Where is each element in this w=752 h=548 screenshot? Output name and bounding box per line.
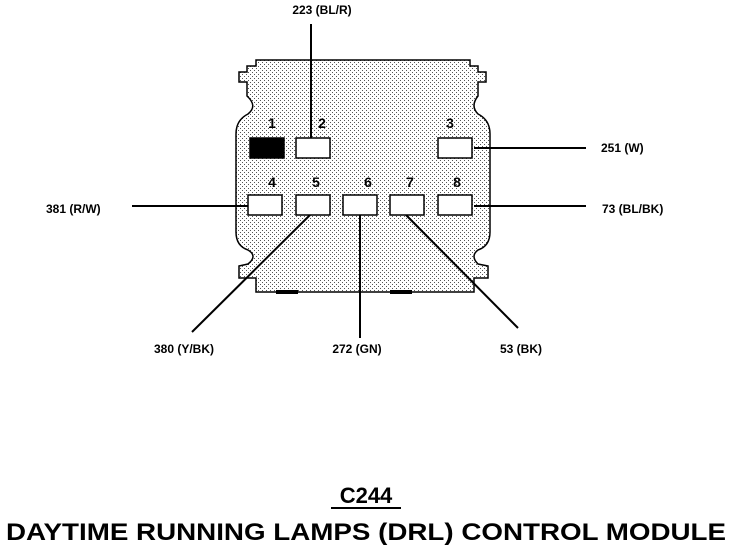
- pin-6-cavity: [342, 194, 378, 216]
- pin-5-number: 5: [312, 174, 320, 190]
- pin-4-cavity: [247, 194, 283, 216]
- wire-label-pin-8: 73 (BL/BK): [602, 202, 663, 216]
- wire-pin-5: [191, 214, 311, 333]
- connector-tab-bottom-right: [390, 290, 412, 294]
- pin-2-number: 2: [318, 115, 326, 131]
- connector-code: C244: [340, 483, 393, 508]
- pin-1-number: 1: [268, 115, 276, 131]
- pin-2-cavity: [295, 137, 331, 159]
- pin-3-cavity: [437, 137, 473, 159]
- pin-3-number: 3: [446, 115, 454, 131]
- pin-7-number: 7: [406, 174, 414, 190]
- pin-7-cavity: [389, 194, 425, 216]
- pin-1-cavity: [249, 137, 285, 159]
- wire-label-pin-4: 381 (R/W): [46, 202, 101, 216]
- wire-label-pin-7: 53 (BK): [500, 342, 542, 356]
- pin-8-cavity: [437, 194, 473, 216]
- connector-body: [235, 59, 491, 293]
- pin-6-number: 6: [364, 174, 372, 190]
- pin-5-cavity: [295, 194, 331, 216]
- wire-label-pin-6: 272 (GN): [332, 342, 381, 356]
- connector-name: DAYTIME RUNNING LAMPS (DRL) CONTROL MODU…: [6, 519, 726, 546]
- pin-4-number: 4: [268, 174, 276, 190]
- wire-pin-7: [405, 214, 519, 329]
- wire-label-pin-2: 223 (BL/R): [292, 3, 351, 17]
- wire-label-pin-3: 251 (W): [601, 141, 644, 155]
- pin-8-number: 8: [453, 174, 461, 190]
- wire-label-pin-5: 380 (Y/BK): [154, 342, 214, 356]
- connector-tab-bottom-left: [276, 290, 298, 294]
